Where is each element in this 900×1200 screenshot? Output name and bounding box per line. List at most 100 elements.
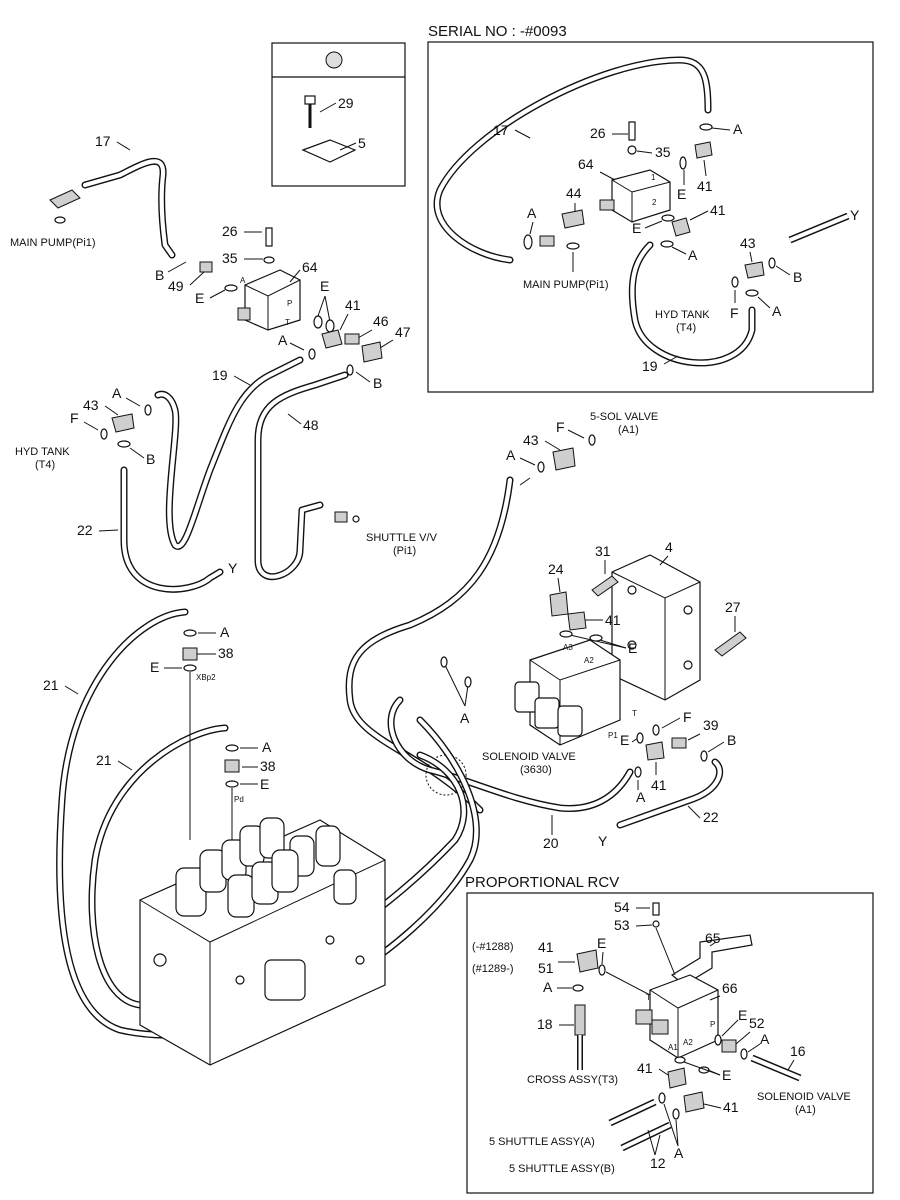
svg-text:E: E	[320, 278, 329, 294]
svg-text:E: E	[677, 186, 686, 202]
port-a1: A1	[668, 1043, 678, 1052]
svg-text:43: 43	[523, 432, 539, 448]
serial-inset: SERIAL NO : -#0093 Y 1 2	[427, 23, 874, 393]
svg-text:A: A	[278, 332, 288, 348]
svg-text:4: 4	[665, 539, 673, 555]
svg-text:21: 21	[96, 752, 112, 768]
svg-text:19: 19	[642, 358, 658, 374]
svg-text:41: 41	[723, 1099, 739, 1115]
svg-text:19: 19	[212, 367, 228, 383]
svg-text:54: 54	[614, 899, 630, 915]
svg-text:43: 43	[740, 235, 756, 251]
svg-text:E: E	[722, 1067, 731, 1083]
control-valve: 21 21 A 38 E XBp2 A 38 E Pd	[43, 608, 480, 1066]
shuttle-a: 5 SHUTTLE ASSY(A)	[489, 1136, 595, 1148]
svg-text:A: A	[220, 624, 230, 640]
svg-text:A: A	[506, 447, 516, 463]
solenoid-label: SOLENOID VALVE	[482, 751, 576, 763]
svg-text:A: A	[688, 247, 698, 263]
svg-text:49: 49	[168, 278, 184, 294]
sol5-a1: (A1)	[618, 424, 639, 436]
svg-text:A: A	[636, 789, 646, 805]
main-center: F 5-SOL VALVE (A1) 43 A 4 27 31 24 41 E …	[345, 411, 747, 851]
cross-assy: CROSS ASSY(T3)	[527, 1074, 618, 1086]
port-2: 2	[652, 198, 657, 207]
port-a-64: A	[240, 276, 246, 285]
svg-text:41: 41	[637, 1060, 653, 1076]
port-t-64: T	[285, 318, 290, 327]
svg-text:A: A	[262, 739, 272, 755]
rcv-solenoid: SOLENOID VALVE	[757, 1091, 851, 1103]
svg-text:41: 41	[710, 202, 726, 218]
plate-4	[611, 554, 701, 701]
label-main-pump: MAIN PUMP(Pi1)	[523, 279, 609, 291]
port-p-66: P	[710, 1020, 715, 1029]
svg-text:F: F	[70, 410, 79, 426]
svg-text:41: 41	[697, 178, 713, 194]
solenoid-3630: (3630)	[520, 764, 552, 776]
svg-text:26: 26	[590, 125, 606, 141]
svg-text:41: 41	[651, 777, 667, 793]
port-1: 1	[651, 173, 656, 182]
callout-29: 29	[338, 95, 354, 111]
svg-text:48: 48	[303, 417, 319, 433]
svg-text:18: 18	[537, 1016, 553, 1032]
label-y-main: Y	[228, 560, 238, 576]
svg-text:F: F	[556, 419, 565, 435]
svg-text:B: B	[793, 269, 802, 285]
label-y-lower: Y	[598, 833, 608, 849]
pd-label: Pd	[234, 795, 244, 804]
svg-text:41: 41	[605, 612, 621, 628]
sol5-label: 5-SOL VALVE	[590, 411, 658, 423]
svg-text:53: 53	[614, 917, 630, 933]
svg-text:35: 35	[655, 144, 671, 160]
svg-text:51: 51	[538, 960, 554, 976]
svg-text:66: 66	[722, 980, 738, 996]
main-pump-left: MAIN PUMP(Pi1)	[10, 237, 96, 249]
port-a2-66: A2	[683, 1038, 693, 1047]
bolt-29	[304, 95, 316, 128]
svg-text:41: 41	[345, 297, 361, 313]
svg-text:A: A	[772, 303, 782, 319]
svg-text:52: 52	[749, 1015, 765, 1031]
svg-text:E: E	[195, 290, 204, 306]
port-t-66: T	[646, 993, 651, 1002]
svg-text:A: A	[112, 385, 122, 401]
svg-text:E: E	[150, 659, 159, 675]
clip-inset: 29 5	[271, 42, 406, 187]
svg-text:22: 22	[703, 809, 719, 825]
port-t-sol: T	[632, 709, 637, 718]
block-64	[611, 169, 671, 223]
rcv-solenoid-a1: (A1)	[795, 1104, 816, 1116]
svg-text:27: 27	[725, 599, 741, 615]
svg-text:64: 64	[578, 156, 594, 172]
xbp2-label: XBp2	[196, 673, 216, 682]
svg-text:46: 46	[373, 313, 389, 329]
svg-text:E: E	[738, 1007, 747, 1023]
svg-text:24: 24	[548, 561, 564, 577]
svg-text:22: 22	[77, 522, 93, 538]
serial-a: (-#1288)	[472, 941, 514, 953]
svg-text:A: A	[543, 979, 553, 995]
svg-text:43: 43	[83, 397, 99, 413]
label-y: Y	[850, 207, 860, 223]
svg-text:E: E	[597, 935, 606, 951]
svg-text:47: 47	[395, 324, 411, 340]
svg-text:B: B	[373, 375, 382, 391]
svg-text:20: 20	[543, 835, 559, 851]
svg-text:64: 64	[302, 259, 318, 275]
svg-text:E: E	[632, 220, 641, 236]
serial-title: SERIAL NO : -#0093	[428, 23, 567, 40]
svg-text:38: 38	[260, 758, 276, 774]
svg-text:39: 39	[703, 717, 719, 733]
port-p-64: P	[287, 299, 292, 308]
svg-text:17: 17	[95, 133, 111, 149]
label-hyd-tank: HYD TANK	[655, 309, 710, 321]
rcv-title: PROPORTIONAL RCV	[465, 874, 619, 891]
rcv-inset: PROPORTIONAL RCV 65 54 53 T P A1 A2 66 (…	[465, 874, 874, 1194]
svg-text:A: A	[460, 710, 470, 726]
shuttle-pi1: (Pi1)	[393, 545, 416, 557]
svg-text:B: B	[727, 732, 736, 748]
svg-text:E: E	[628, 640, 637, 656]
svg-text:F: F	[683, 709, 692, 725]
